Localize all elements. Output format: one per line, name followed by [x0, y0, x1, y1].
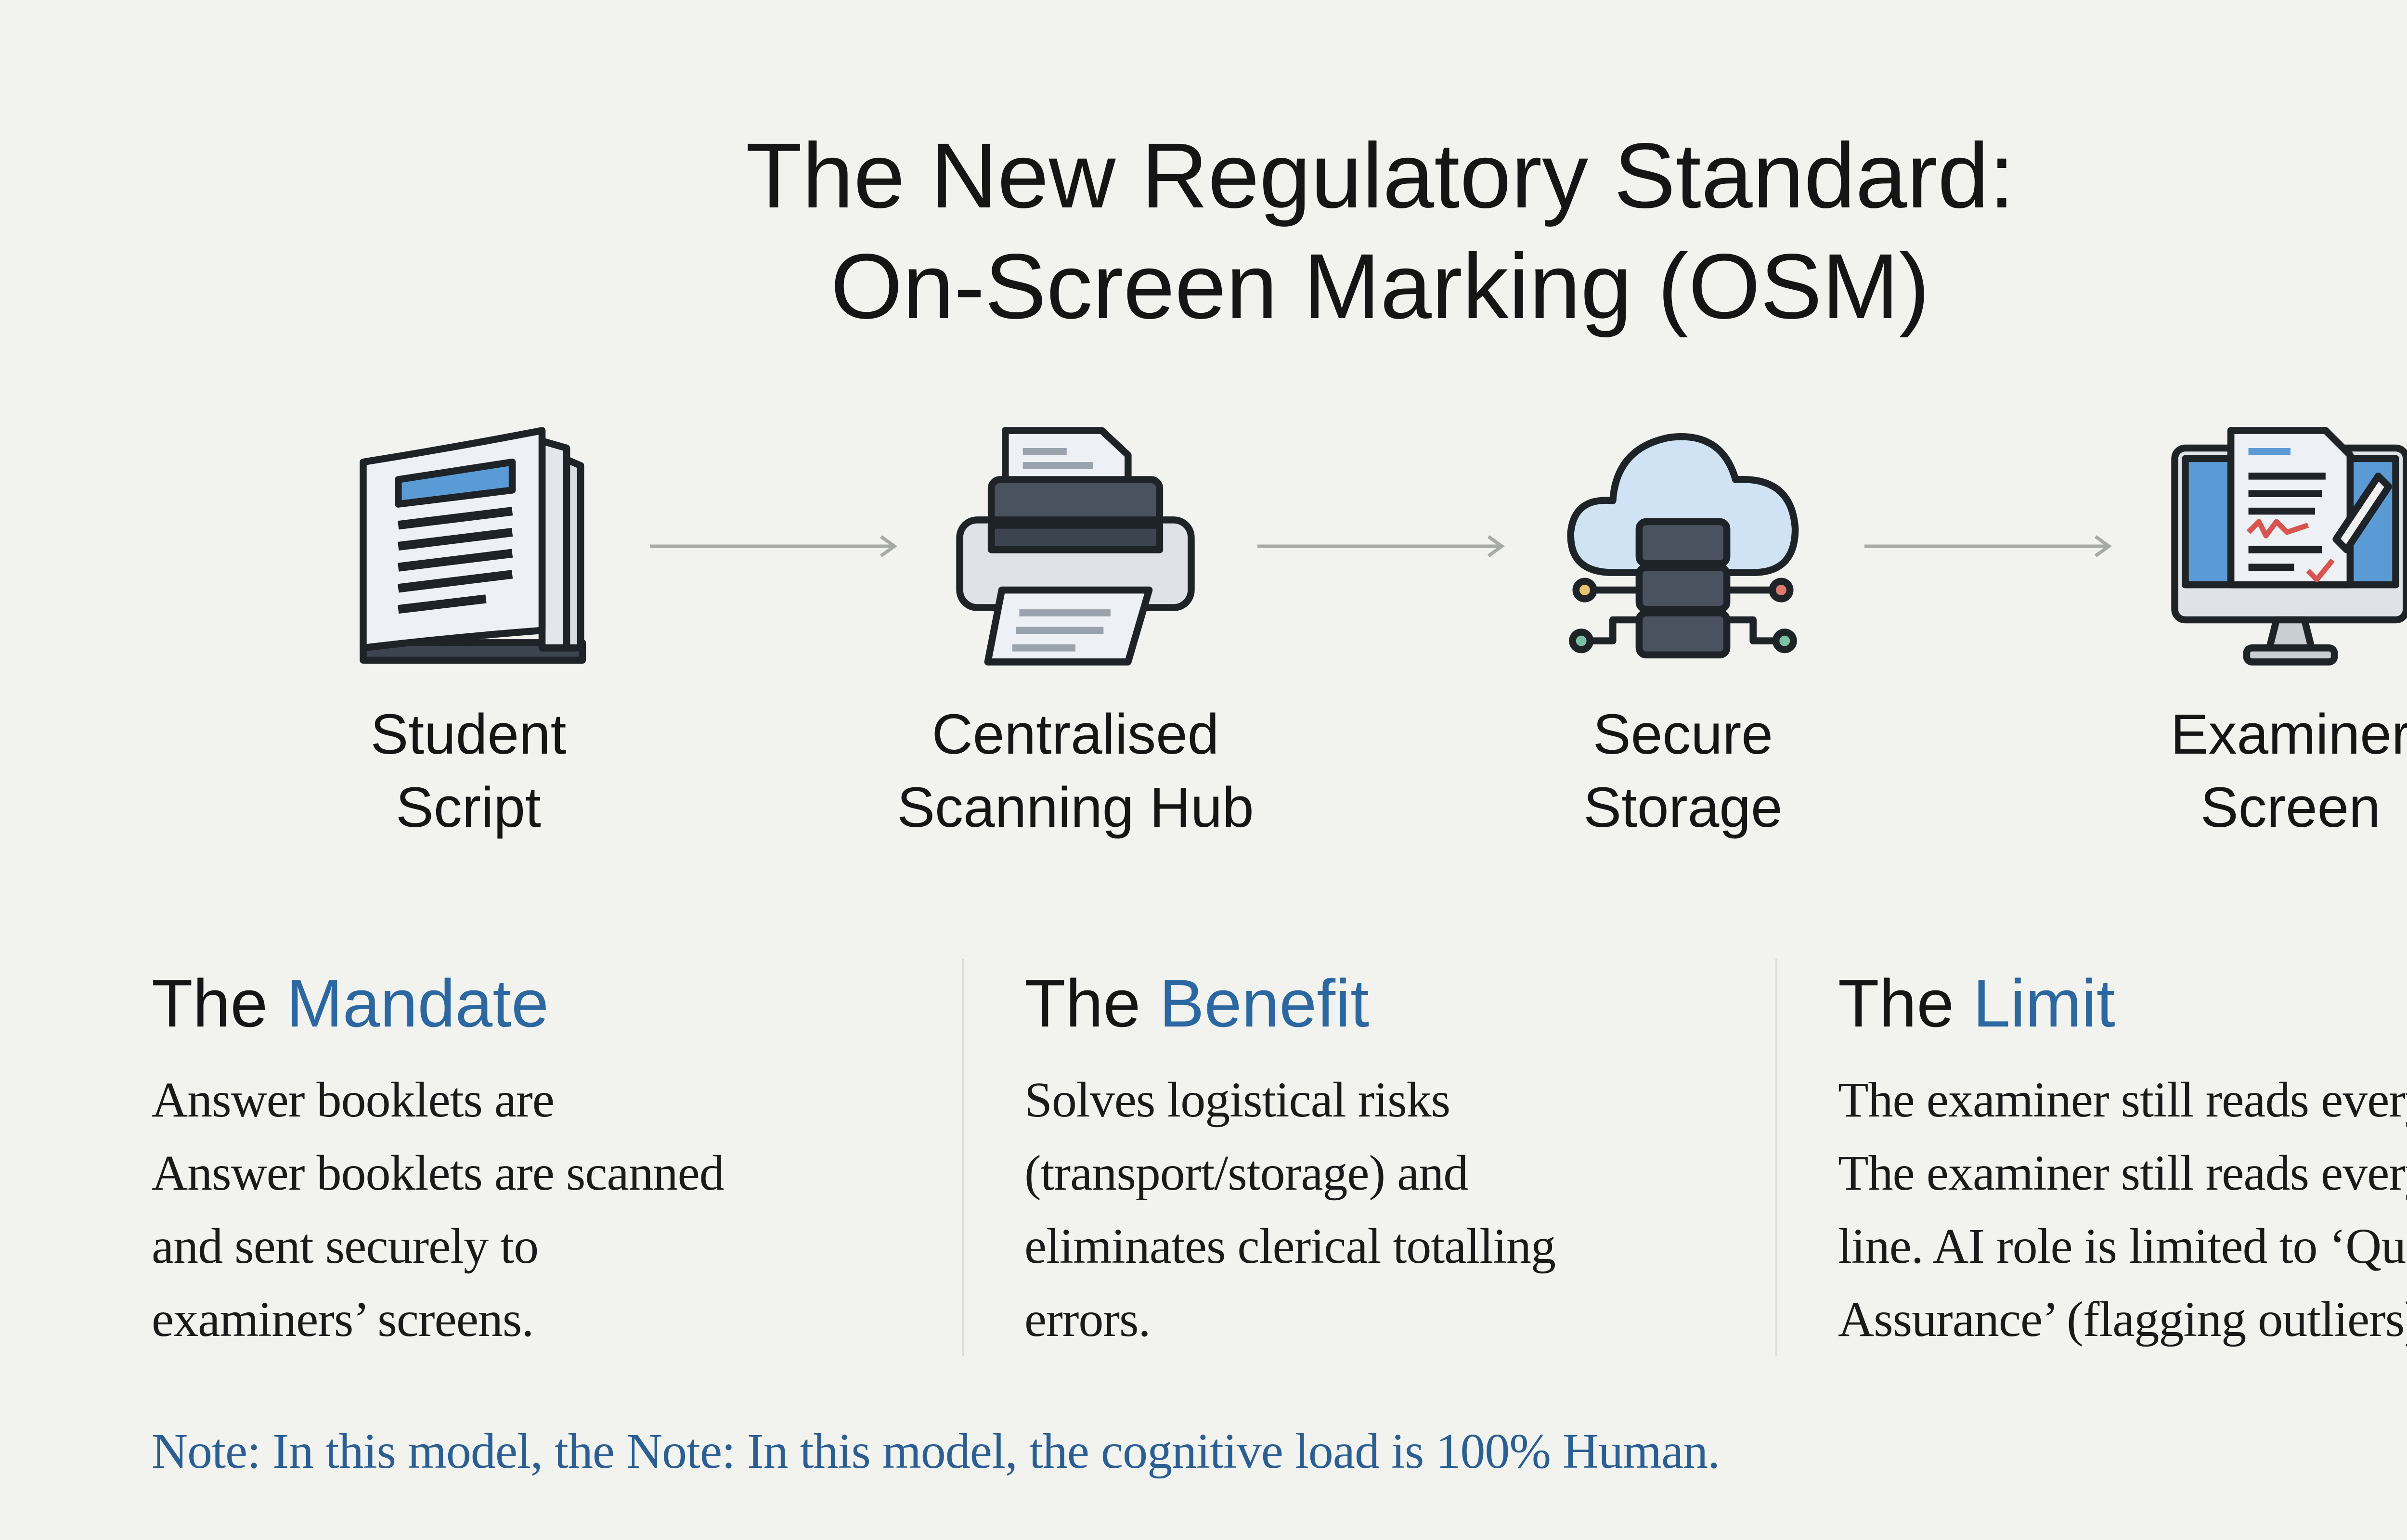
label-line: Screen — [2200, 776, 2381, 839]
body-line: The examiner still reads every — [1838, 1145, 2407, 1201]
body-line: and sent securely to — [152, 1219, 539, 1274]
column-heading: The Mandate — [152, 958, 941, 1049]
heading-accent: Benefit — [1159, 965, 1370, 1041]
label-line: Scanning Hub — [897, 776, 1254, 839]
column-limit: The Limit The examiner still reads every… — [1838, 958, 2407, 1356]
body-line: errors. — [1024, 1292, 1151, 1347]
body-line: line. AI role is limited to ‘Quality — [1838, 1219, 2407, 1274]
printer-scanner-icon — [953, 424, 1198, 669]
label-line: Student — [370, 703, 567, 766]
body-line: examiners’ screens. — [152, 1292, 534, 1347]
arrow-icon — [1257, 535, 1505, 557]
heading-prefix: The — [1838, 965, 1954, 1041]
cloud-server-icon — [1560, 424, 1806, 669]
arrow-icon — [1864, 535, 2112, 557]
column-body: Solves logistical risks (transport/storag… — [1024, 1064, 1756, 1356]
column-divider — [962, 959, 964, 1356]
body-line: (transport/storage) and — [1024, 1145, 1468, 1201]
label-line: Centralised — [932, 703, 1219, 766]
title-line-1: The New Regulatory Standard: — [745, 124, 2015, 227]
body-line: Answer booklets are — [152, 1072, 555, 1128]
title-line-2: On-Screen Marking (OSM) — [830, 234, 1930, 338]
footer-note: Note: In this model, the Note: In this m… — [152, 1424, 1720, 1479]
body-line: Assurance’ (flagging outliers). — [1838, 1292, 2407, 1347]
column-heading: The Limit — [1838, 958, 2407, 1049]
body-line: Solves logistical risks — [1024, 1072, 1450, 1128]
column-divider — [1775, 959, 1777, 1356]
heading-accent: Limit — [1973, 965, 2115, 1041]
column-heading: The Benefit — [1024, 958, 1756, 1049]
document-stack-icon — [346, 424, 591, 669]
column-benefit: The Benefit Solves logistical risks (tran… — [1024, 958, 1756, 1356]
page-title: The New Regulatory Standard: On-Screen M… — [0, 120, 2407, 342]
body-line: eliminates clerical totalling — [1024, 1219, 1556, 1274]
heading-accent: Mandate — [286, 965, 549, 1041]
arrow-icon — [650, 535, 898, 557]
monitor-marking-icon — [2168, 424, 2407, 669]
heading-prefix: The — [1024, 965, 1141, 1041]
label-line: Script — [396, 776, 541, 839]
body-line: The examiner still reads every — [1838, 1072, 2407, 1128]
label-line: Examiner — [2170, 703, 2407, 766]
heading-prefix: The — [152, 965, 268, 1041]
body-line: Answer booklets are scanned — [152, 1145, 725, 1201]
label-line: Secure — [1593, 703, 1773, 766]
label-line: Storage — [1583, 776, 1783, 839]
